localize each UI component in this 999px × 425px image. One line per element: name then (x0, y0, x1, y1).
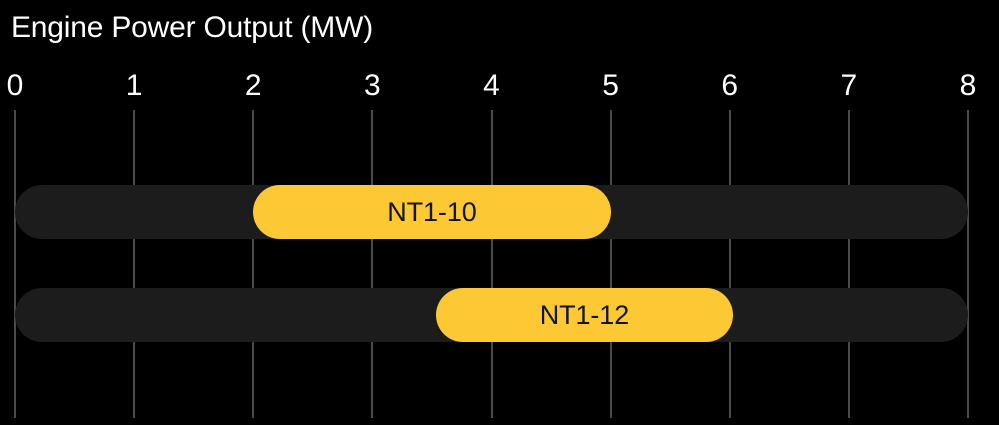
x-tick-label-4: 4 (483, 69, 500, 102)
bar-row[interactable]: NT1-10 (15, 185, 968, 239)
gridline-2 (252, 110, 255, 418)
x-tick-label-7: 7 (840, 69, 858, 102)
gridline-6 (728, 110, 731, 418)
x-tick-label-6: 6 (721, 69, 739, 102)
bar-fill[interactable]: NT1-10 (253, 185, 611, 239)
bar-fill[interactable]: NT1-12 (435, 288, 734, 342)
chart-title: Engine Power Output (MW) (11, 11, 373, 44)
gridline-7 (847, 110, 850, 418)
gridline-5 (609, 110, 612, 418)
x-tick-label-5: 5 (602, 69, 619, 102)
bar-label: NT1-12 (539, 300, 630, 330)
x-tick-label-1: 1 (125, 69, 143, 102)
x-tick-label-0: 0 (6, 69, 24, 102)
gridline-0 (14, 110, 16, 418)
gridline-1 (133, 110, 136, 418)
gridline-8 (967, 110, 969, 418)
bar-label: NT1-10 (387, 197, 477, 227)
bar-row[interactable]: NT1-12 (15, 288, 968, 342)
gridline-3 (371, 110, 374, 418)
x-tick-label-3: 3 (364, 69, 381, 102)
x-tick-label-8: 8 (959, 69, 977, 102)
x-tick-label-2: 2 (244, 69, 262, 102)
gridline-4 (490, 110, 493, 418)
